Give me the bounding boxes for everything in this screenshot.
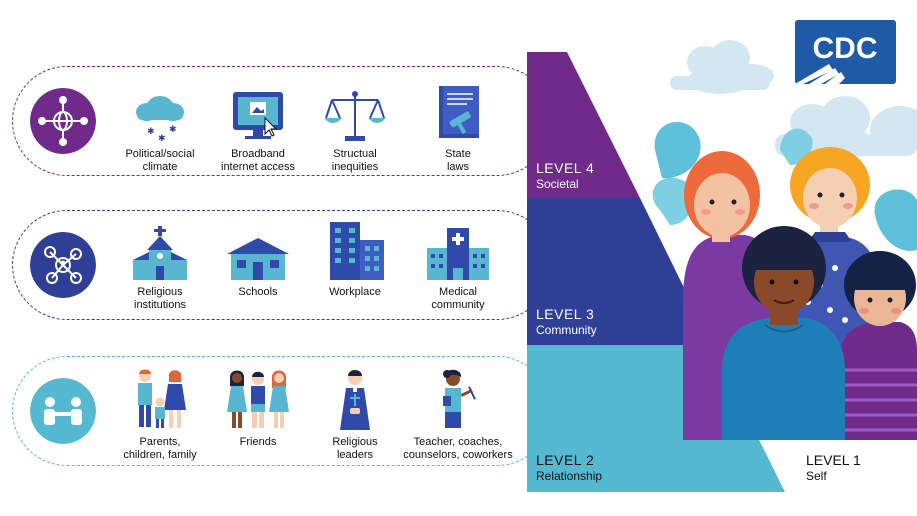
item-label: Teacher, coaches, counselors, coworkers — [403, 436, 513, 461]
item-religious-leaders: Religious leaders — [300, 368, 410, 462]
community-row-outline — [12, 210, 552, 320]
item-religious-institutions: Religious institutions — [105, 226, 215, 312]
level-name: Societal — [536, 177, 579, 191]
item-medical-community: Medical community — [403, 226, 513, 312]
svg-text:✱: ✱ — [158, 134, 166, 144]
level-4-band — [527, 52, 640, 198]
hospital-icon — [427, 228, 489, 280]
item-schools: Schools — [203, 226, 313, 299]
item-broadband-internet-access: Broadband internet access — [203, 88, 313, 174]
level-number: LEVEL 2 — [536, 452, 595, 468]
relationship-row-outline — [12, 356, 552, 466]
cloud-icon: ✱✱✱ — [136, 96, 184, 144]
level-3-band — [527, 198, 712, 345]
level-number: LEVEL 1 — [806, 452, 861, 468]
item-label: Friends — [239, 436, 277, 448]
level-3-label: LEVEL 3 Community — [536, 306, 597, 338]
item-structual-inequities: Structual inequities — [300, 88, 410, 174]
level-name: Relationship — [536, 469, 603, 483]
globe-network-icon — [30, 88, 96, 154]
level-2-label: LEVEL 2 Relationship — [536, 452, 602, 484]
societal-row-outline — [12, 66, 552, 176]
svg-text:✱: ✱ — [169, 125, 177, 135]
item-label: Political/social climate — [125, 148, 195, 173]
item-label: Structual inequities — [331, 148, 379, 173]
people-network-icon — [30, 232, 96, 298]
office-building-icon — [330, 222, 384, 280]
level-name: Community — [536, 323, 597, 337]
item-label: State laws — [445, 148, 471, 173]
level-name: Self — [806, 469, 827, 483]
level-number: LEVEL 4 — [536, 160, 595, 176]
school-icon — [227, 238, 289, 280]
svg-text:✱: ✱ — [147, 127, 155, 137]
item-label: Religious leaders — [332, 436, 378, 461]
item-workplace: Workplace — [300, 218, 410, 299]
people-illustration — [683, 147, 917, 440]
item-label: Broadband internet access — [221, 148, 295, 173]
item-teacher-coaches-counselors-coworkers: Teacher, coaches, counselors, coworkers — [403, 368, 513, 462]
scales-icon — [324, 91, 386, 141]
level-4-label: LEVEL 4 Societal — [536, 160, 594, 192]
religious-leader-icon — [340, 370, 370, 430]
item-label: Schools — [238, 286, 278, 298]
handshake-people-icon — [30, 378, 96, 444]
item-state-laws: State laws — [403, 80, 513, 174]
item-label: Medical community — [431, 286, 485, 311]
item-parents-children-family: Parents, children, family — [105, 368, 215, 462]
computer-monitor-icon — [233, 92, 283, 139]
cdc-logo: CDC — [795, 20, 896, 84]
level-1-label: LEVEL 1 Self — [806, 452, 861, 484]
family-icon — [138, 369, 186, 428]
friends-icon — [227, 370, 289, 428]
item-label: Parents, children, family — [123, 436, 197, 461]
item-label: Religious institutions — [134, 286, 186, 311]
item-friends: Friends — [203, 368, 313, 449]
level-number: LEVEL 3 — [536, 306, 595, 322]
church-icon — [133, 226, 187, 280]
cdc-logo-text: CDC — [813, 32, 878, 65]
item-label: Workplace — [329, 286, 381, 298]
law-book-gavel-icon — [439, 86, 479, 138]
item-political-social-climate: ✱✱✱ Political/social climate — [105, 88, 215, 174]
teacher-icon — [443, 369, 476, 428]
